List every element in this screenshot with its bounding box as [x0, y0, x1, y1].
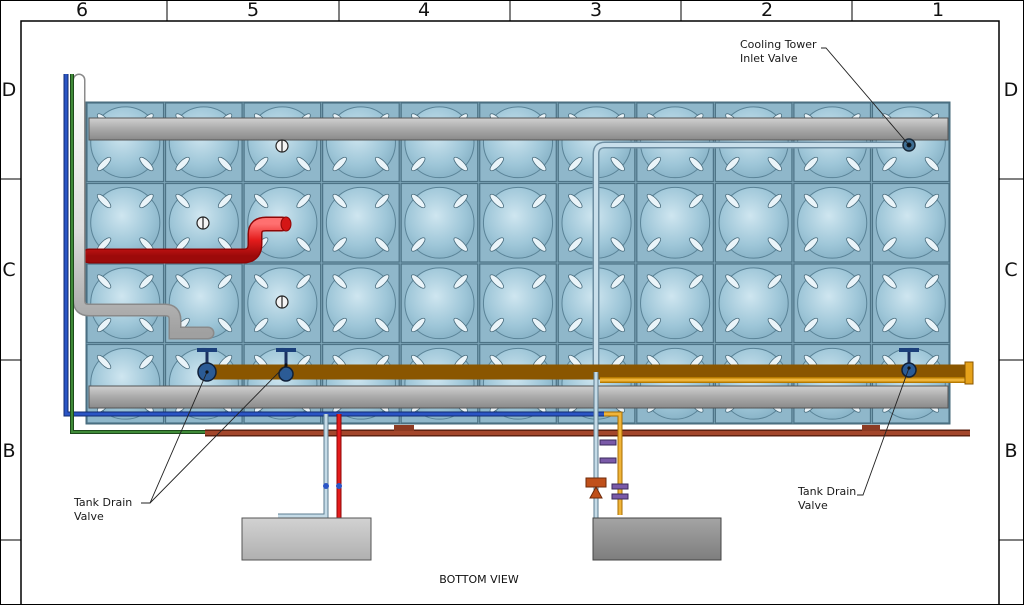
column-label-5: 5: [247, 0, 259, 21]
light-blue-drop-pipe: [592, 141, 909, 372]
left-pump-base: [241, 517, 372, 561]
tank-drain-valve-icon-3: [899, 348, 919, 378]
tank-panel-grid: [86, 102, 950, 424]
red-hot-water-pipe: [81, 216, 292, 264]
right-riser-pipes: [585, 372, 629, 518]
orange-drain-pipe: [200, 361, 974, 515]
tank-drain-valve-label-left: Tank Drain Valve: [73, 496, 136, 523]
row-label-c-right: C: [1004, 259, 1017, 281]
green-pipe: [70, 74, 210, 434]
column-label-1: 1: [932, 0, 944, 21]
column-label-2: 2: [761, 0, 773, 21]
column-label-3: 3: [590, 0, 602, 21]
row-label-d-right: D: [1004, 79, 1019, 101]
column-labels: 6 5 4 3 2 1: [76, 0, 944, 21]
right-pump-base: [592, 517, 722, 561]
left-riser-pipes: [278, 414, 342, 519]
white-pipe: [72, 73, 215, 340]
row-label-c-left: C: [2, 259, 15, 281]
tank-body: [85, 101, 951, 425]
view-title: BOTTOM VIEW: [439, 573, 519, 586]
blue-pipe: [63, 74, 604, 417]
row-label-b-left: B: [2, 440, 15, 462]
cooling-tower-inlet-valve-label: Cooling Tower Inlet Valve: [740, 38, 820, 65]
row-label-b-right: B: [1004, 440, 1017, 462]
panel-bolts: [196, 139, 289, 309]
row-labels: D C B D C B: [2, 79, 1019, 462]
tank-drain-valve-label-right: Tank Drain Valve: [797, 485, 860, 512]
overflow-pipe: [205, 425, 970, 437]
top-steel-beam: [88, 117, 949, 141]
bottom-steel-beam: [88, 385, 949, 409]
column-label-4: 4: [418, 0, 430, 21]
leader-lines: [141, 47, 910, 504]
row-label-d-left: D: [2, 79, 17, 101]
column-label-6: 6: [76, 0, 88, 21]
